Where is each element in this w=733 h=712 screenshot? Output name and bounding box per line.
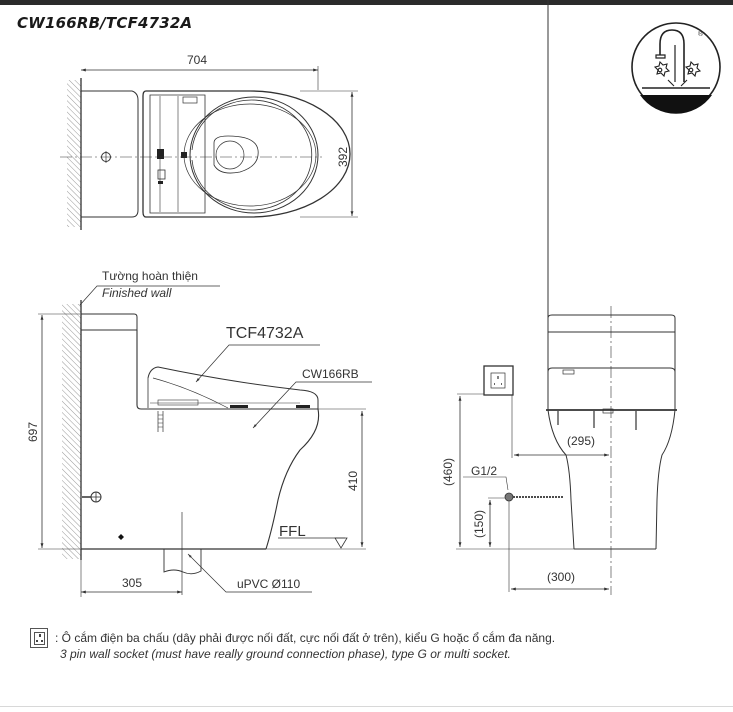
top-depth-dimension: 392 xyxy=(336,147,350,167)
socket-height-dimension: (460) xyxy=(441,458,455,486)
floor-level-label: FFL xyxy=(279,523,306,540)
drain-pipe-label: uPVC Ø110 xyxy=(237,577,300,591)
legend-text-vi: : Ô cắm điện ba chấu (dây phải được nối … xyxy=(55,631,556,645)
bottom-divider xyxy=(0,706,733,707)
bowl-model-label: CW166RB xyxy=(302,367,359,381)
side-view-drawing xyxy=(38,285,372,597)
top-border-bar xyxy=(0,0,733,5)
height-dimension: 697 xyxy=(26,422,40,442)
top-width-dimension: 704 xyxy=(187,53,207,67)
socket-offset-dimension: (295) xyxy=(567,434,595,448)
rough-in-dimension: 305 xyxy=(122,576,142,590)
wall-label-vi: Tường hoàn thiện xyxy=(102,269,198,283)
inlet-thread-label: G1/2 xyxy=(471,464,497,478)
svg-text:®: ® xyxy=(698,30,704,38)
faucet-logo-icon: ® xyxy=(631,22,721,114)
seat-model-label: TCF4732A xyxy=(226,325,304,342)
wall-label-en: Finished wall xyxy=(102,286,172,300)
seat-height-dimension: 410 xyxy=(346,471,360,491)
inlet-offset-dimension: (300) xyxy=(547,570,575,584)
legend-text-en: 3 pin wall socket (must have really grou… xyxy=(60,647,511,661)
top-view-drawing xyxy=(60,66,358,230)
front-view-drawing xyxy=(456,0,677,595)
inlet-height-dimension: (150) xyxy=(472,510,486,538)
page-title: CW166RB/TCF4732A xyxy=(17,14,193,32)
wall-socket-icon xyxy=(30,628,48,648)
legend-description: : Ô cắm điện ba chấu (dây phải được nối … xyxy=(55,630,555,662)
